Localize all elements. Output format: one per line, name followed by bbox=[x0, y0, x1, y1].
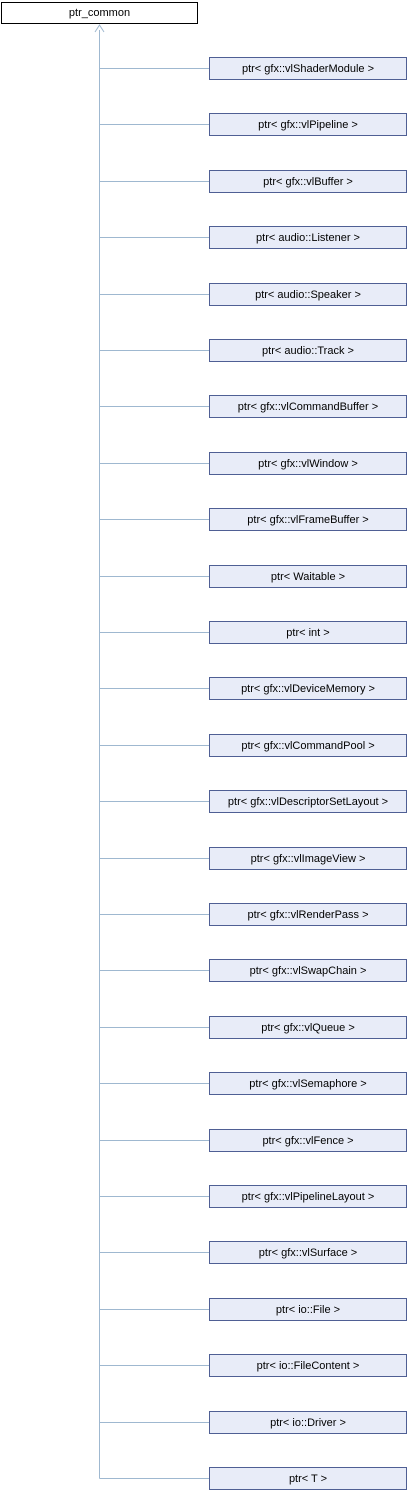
derived-class-node[interactable]: ptr< gfx::vlImageView > bbox=[209, 847, 407, 870]
derived-class-node[interactable]: ptr< io::FileContent > bbox=[209, 1354, 407, 1377]
inheritance-arrow-icon bbox=[94, 24, 105, 33]
derived-class-node[interactable]: ptr< gfx::vlSurface > bbox=[209, 1241, 407, 1264]
root-class-node[interactable]: ptr_common bbox=[1, 2, 198, 24]
derived-class-node[interactable]: ptr< Waitable > bbox=[209, 565, 407, 588]
derived-class-node[interactable]: ptr< gfx::vlShaderModule > bbox=[209, 57, 407, 80]
derived-class-node[interactable]: ptr< gfx::vlWindow > bbox=[209, 452, 407, 475]
derived-class-node[interactable]: ptr< audio::Track > bbox=[209, 339, 407, 362]
derived-class-node[interactable]: ptr< gfx::vlSemaphore > bbox=[209, 1072, 407, 1095]
derived-class-node[interactable]: ptr< gfx::vlPipelineLayout > bbox=[209, 1185, 407, 1208]
derived-class-node[interactable]: ptr< gfx::vlCommandPool > bbox=[209, 734, 407, 757]
derived-class-node[interactable]: ptr< gfx::vlPipeline > bbox=[209, 113, 407, 136]
derived-class-node[interactable]: ptr< T > bbox=[209, 1467, 407, 1490]
derived-class-node[interactable]: ptr< gfx::vlRenderPass > bbox=[209, 903, 407, 926]
derived-class-node[interactable]: ptr< io::Driver > bbox=[209, 1411, 407, 1434]
derived-class-node[interactable]: ptr< gfx::vlQueue > bbox=[209, 1016, 407, 1039]
derived-class-node[interactable]: ptr< gfx::vlFrameBuffer > bbox=[209, 508, 407, 531]
derived-class-node[interactable]: ptr< int > bbox=[209, 621, 407, 644]
derived-class-node[interactable]: ptr< io::File > bbox=[209, 1298, 407, 1321]
derived-class-node[interactable]: ptr< gfx::vlSwapChain > bbox=[209, 959, 407, 982]
derived-class-node[interactable]: ptr< audio::Listener > bbox=[209, 226, 407, 249]
derived-class-node[interactable]: ptr< gfx::vlDeviceMemory > bbox=[209, 677, 407, 700]
derived-class-node[interactable]: ptr< audio::Speaker > bbox=[209, 283, 407, 306]
derived-class-node[interactable]: ptr< gfx::vlCommandBuffer > bbox=[209, 395, 407, 418]
derived-class-node[interactable]: ptr< gfx::vlBuffer > bbox=[209, 170, 407, 193]
derived-class-node[interactable]: ptr< gfx::vlFence > bbox=[209, 1129, 407, 1152]
derived-class-node[interactable]: ptr< gfx::vlDescriptorSetLayout > bbox=[209, 790, 407, 813]
